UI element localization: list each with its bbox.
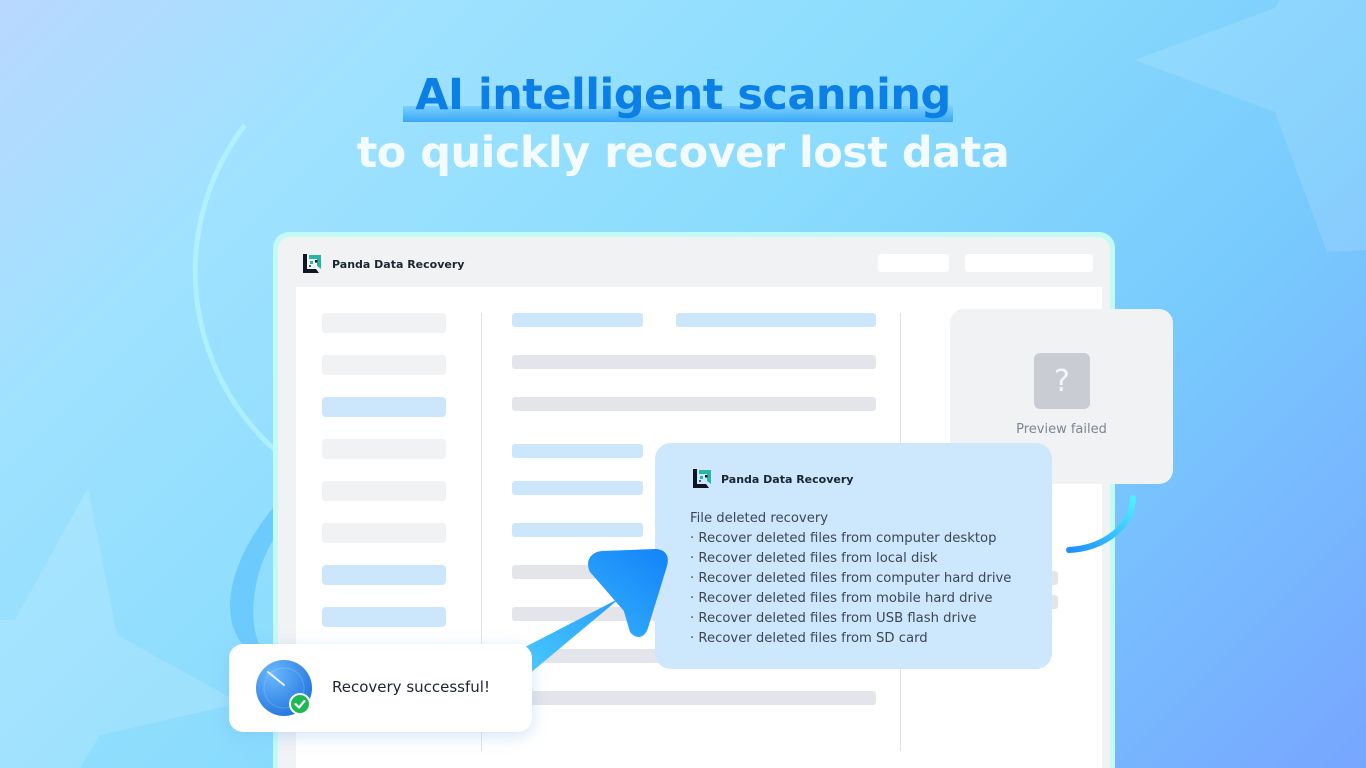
sidebar-item-placeholder[interactable] [322,355,446,375]
feature-item: · Recover deleted files from SD card [690,631,928,646]
sidebar-item-placeholder[interactable] [322,439,446,459]
feature-item: · Recover deleted files from mobile hard… [690,591,993,606]
question-mark-icon: ? [1034,353,1090,409]
sidebar-item-placeholder[interactable] [322,481,446,501]
feature-item: · Recover deleted files from local disk [690,551,938,566]
headline: AI intelligent scanning to quickly recov… [0,66,1366,182]
panda-logo-icon [303,254,321,273]
toolbar-button-placeholder[interactable] [878,254,949,272]
header-placeholder [676,313,876,327]
row-placeholder[interactable] [512,523,643,537]
star-shape [0,488,240,768]
row-placeholder[interactable] [512,444,643,458]
headline-line1-wrap: AI intelligent scanning [403,66,953,124]
app-titlebar: Panda Data Recovery [300,252,464,276]
panda-logo-icon [693,469,711,488]
feature-item: · Recover deleted files from USB flash d… [690,611,977,626]
row-placeholder[interactable] [512,397,876,411]
highlight-bar [403,106,953,122]
success-toast: Recovery successful! [229,644,532,732]
sidebar-item-placeholder[interactable] [322,565,446,585]
headline-title: AI intelligent scanning [415,70,951,120]
feature-list: File deleted recovery · Recover deleted … [690,509,1052,649]
feature-item: · Recover deleted files from computer de… [690,531,997,546]
app-title: Panda Data Recovery [332,257,465,271]
sidebar-item-placeholder[interactable] [322,607,446,627]
column-divider [481,313,482,751]
feature-heading: File deleted recovery [690,511,829,526]
header-placeholder [512,313,643,327]
sidebar-item-placeholder[interactable] [322,313,446,333]
arrow-icon [500,549,668,680]
card-brand-name: Panda Data Recovery [721,472,854,486]
row-placeholder[interactable] [512,691,876,705]
row-placeholder[interactable] [512,481,643,495]
connector-curve [1066,495,1136,553]
toolbar-button-placeholder[interactable] [965,254,1093,272]
sidebar-item-placeholder[interactable] [322,397,446,417]
crescent-shape [230,508,273,650]
disk-success-icon [256,660,312,716]
feature-item: · Recover deleted files from computer ha… [690,571,1012,586]
preview-status: Preview failed [1016,422,1107,437]
row-placeholder[interactable] [512,355,876,369]
toast-message: Recovery successful! [332,678,490,696]
card-brand: Panda Data Recovery [690,467,1052,491]
sidebar-item-placeholder[interactable] [322,523,446,543]
feature-info-card: Panda Data Recovery File deleted recover… [655,443,1052,669]
headline-subtitle: to quickly recover lost data [356,128,1010,178]
